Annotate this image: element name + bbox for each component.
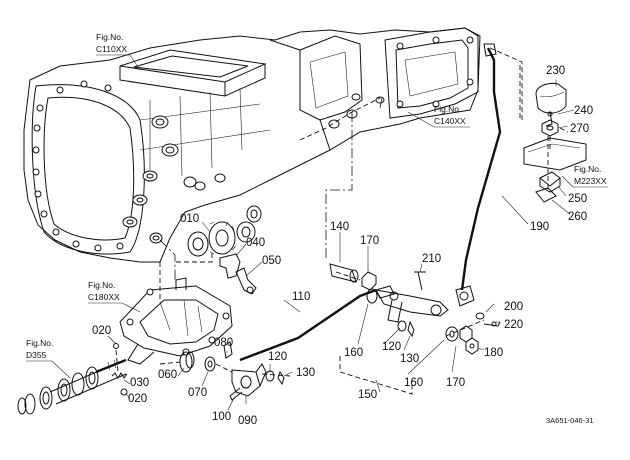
- ref-d355-code: D355: [26, 350, 47, 360]
- part-030: 030: [130, 377, 149, 389]
- ref-c110-label: Fig.No.: [96, 32, 123, 42]
- part-010: 010: [180, 213, 199, 225]
- ref-c110: Fig.No. C110XX: [96, 32, 141, 71]
- part-120-lower: 120: [268, 351, 287, 363]
- washer-120-lower: [265, 370, 275, 382]
- grommet-260: [535, 187, 557, 203]
- part-220: 220: [504, 319, 523, 331]
- part-160-upper: 160: [344, 347, 363, 359]
- side-bosses: [122, 115, 197, 244]
- part-250: 250: [568, 193, 587, 205]
- part-240: 240: [574, 105, 593, 117]
- arm-050: [235, 267, 257, 295]
- shift-lever-190: [455, 43, 502, 307]
- part-140: 140: [330, 221, 349, 233]
- part-150: 150: [358, 389, 377, 401]
- part-020-upper: 020: [92, 325, 111, 337]
- ref-c110-code: C110XX: [96, 44, 127, 54]
- ref-c140: Fig.No. C140XX: [407, 104, 470, 128]
- plate-250: [539, 171, 561, 193]
- ref-m223-label: Fig.No.: [574, 164, 601, 174]
- spring-030: [111, 372, 128, 379]
- part-080: 080: [214, 337, 233, 349]
- part-070: 070: [188, 387, 207, 399]
- part-200: 200: [504, 301, 523, 313]
- pin-130-lower: [277, 370, 285, 386]
- part-170-upper: 170: [360, 235, 379, 247]
- ref-c140-code: C140XX: [434, 116, 466, 126]
- screw-240: [545, 111, 553, 127]
- bolt-210: [414, 271, 426, 291]
- pin-080: [223, 341, 233, 359]
- bell-crank: [375, 289, 449, 323]
- lower-cover: [119, 277, 233, 365]
- washer-160-lower: [445, 326, 459, 342]
- part-130-lower: 130: [296, 367, 315, 379]
- part-110: 110: [292, 291, 310, 303]
- part-130-mid: 130: [400, 353, 419, 365]
- ref-c180: Fig.No. C180XX: [88, 280, 141, 313]
- nut-180: [465, 337, 479, 355]
- front-shaft-assembly: [17, 358, 127, 415]
- nut-170-upper: [361, 271, 377, 291]
- pin-130-mid: [407, 320, 415, 338]
- nut-270: [541, 119, 559, 137]
- part-090: 090: [238, 415, 257, 427]
- washer-200: [475, 312, 485, 320]
- part-100: 100: [212, 411, 231, 423]
- rod-end-140: [329, 263, 359, 283]
- gear-010: [187, 205, 262, 257]
- part-050: 050: [262, 255, 281, 267]
- part-060: 060: [158, 369, 177, 381]
- ref-c140-label: Fig.No.: [434, 104, 461, 114]
- ref-c180-label: Fig.No.: [88, 280, 115, 290]
- part-180: 180: [484, 347, 503, 359]
- part-120-mid: 120: [382, 341, 401, 353]
- washer-120-mid: [397, 320, 407, 332]
- bolt-100: [229, 387, 243, 401]
- part-040: 040: [246, 237, 265, 249]
- washer-070: [204, 356, 216, 372]
- knob-230: [535, 83, 567, 114]
- ref-d355: Fig.No. D355: [26, 338, 71, 379]
- ref-m223: Fig.No. M223XX: [561, 164, 608, 188]
- part-020-lower: 020: [128, 393, 147, 405]
- washer-160-upper: [366, 288, 378, 304]
- drawing-code: 3A651-046-31: [546, 416, 594, 425]
- bell-bolt-bosses: [32, 80, 124, 252]
- part-260: 260: [568, 211, 587, 223]
- part-210: 210: [422, 253, 441, 265]
- part-270: 270: [570, 123, 589, 135]
- seal-060: [179, 351, 195, 373]
- transmission-housing: [23, 27, 481, 263]
- part-numbers: 010 020 020 030 040 050 060 070 080 090 …: [92, 65, 593, 427]
- pin-220: [483, 321, 501, 327]
- part-230: 230: [546, 65, 565, 77]
- part-190: 190: [530, 221, 549, 233]
- part-160-lower: 160: [404, 377, 423, 389]
- ref-c180-code: C180XX: [88, 292, 120, 302]
- rod-110: [239, 285, 395, 362]
- callout-lines: [107, 80, 575, 411]
- ball-020-upper: [113, 343, 119, 349]
- ref-m223-code: M223XX: [574, 176, 607, 186]
- ref-d355-label: Fig.No.: [26, 338, 53, 348]
- bracket-panel: [523, 127, 587, 171]
- part-170-lower: 170: [446, 377, 465, 389]
- ball-020-lower: [120, 388, 128, 396]
- arm-090: [231, 363, 267, 397]
